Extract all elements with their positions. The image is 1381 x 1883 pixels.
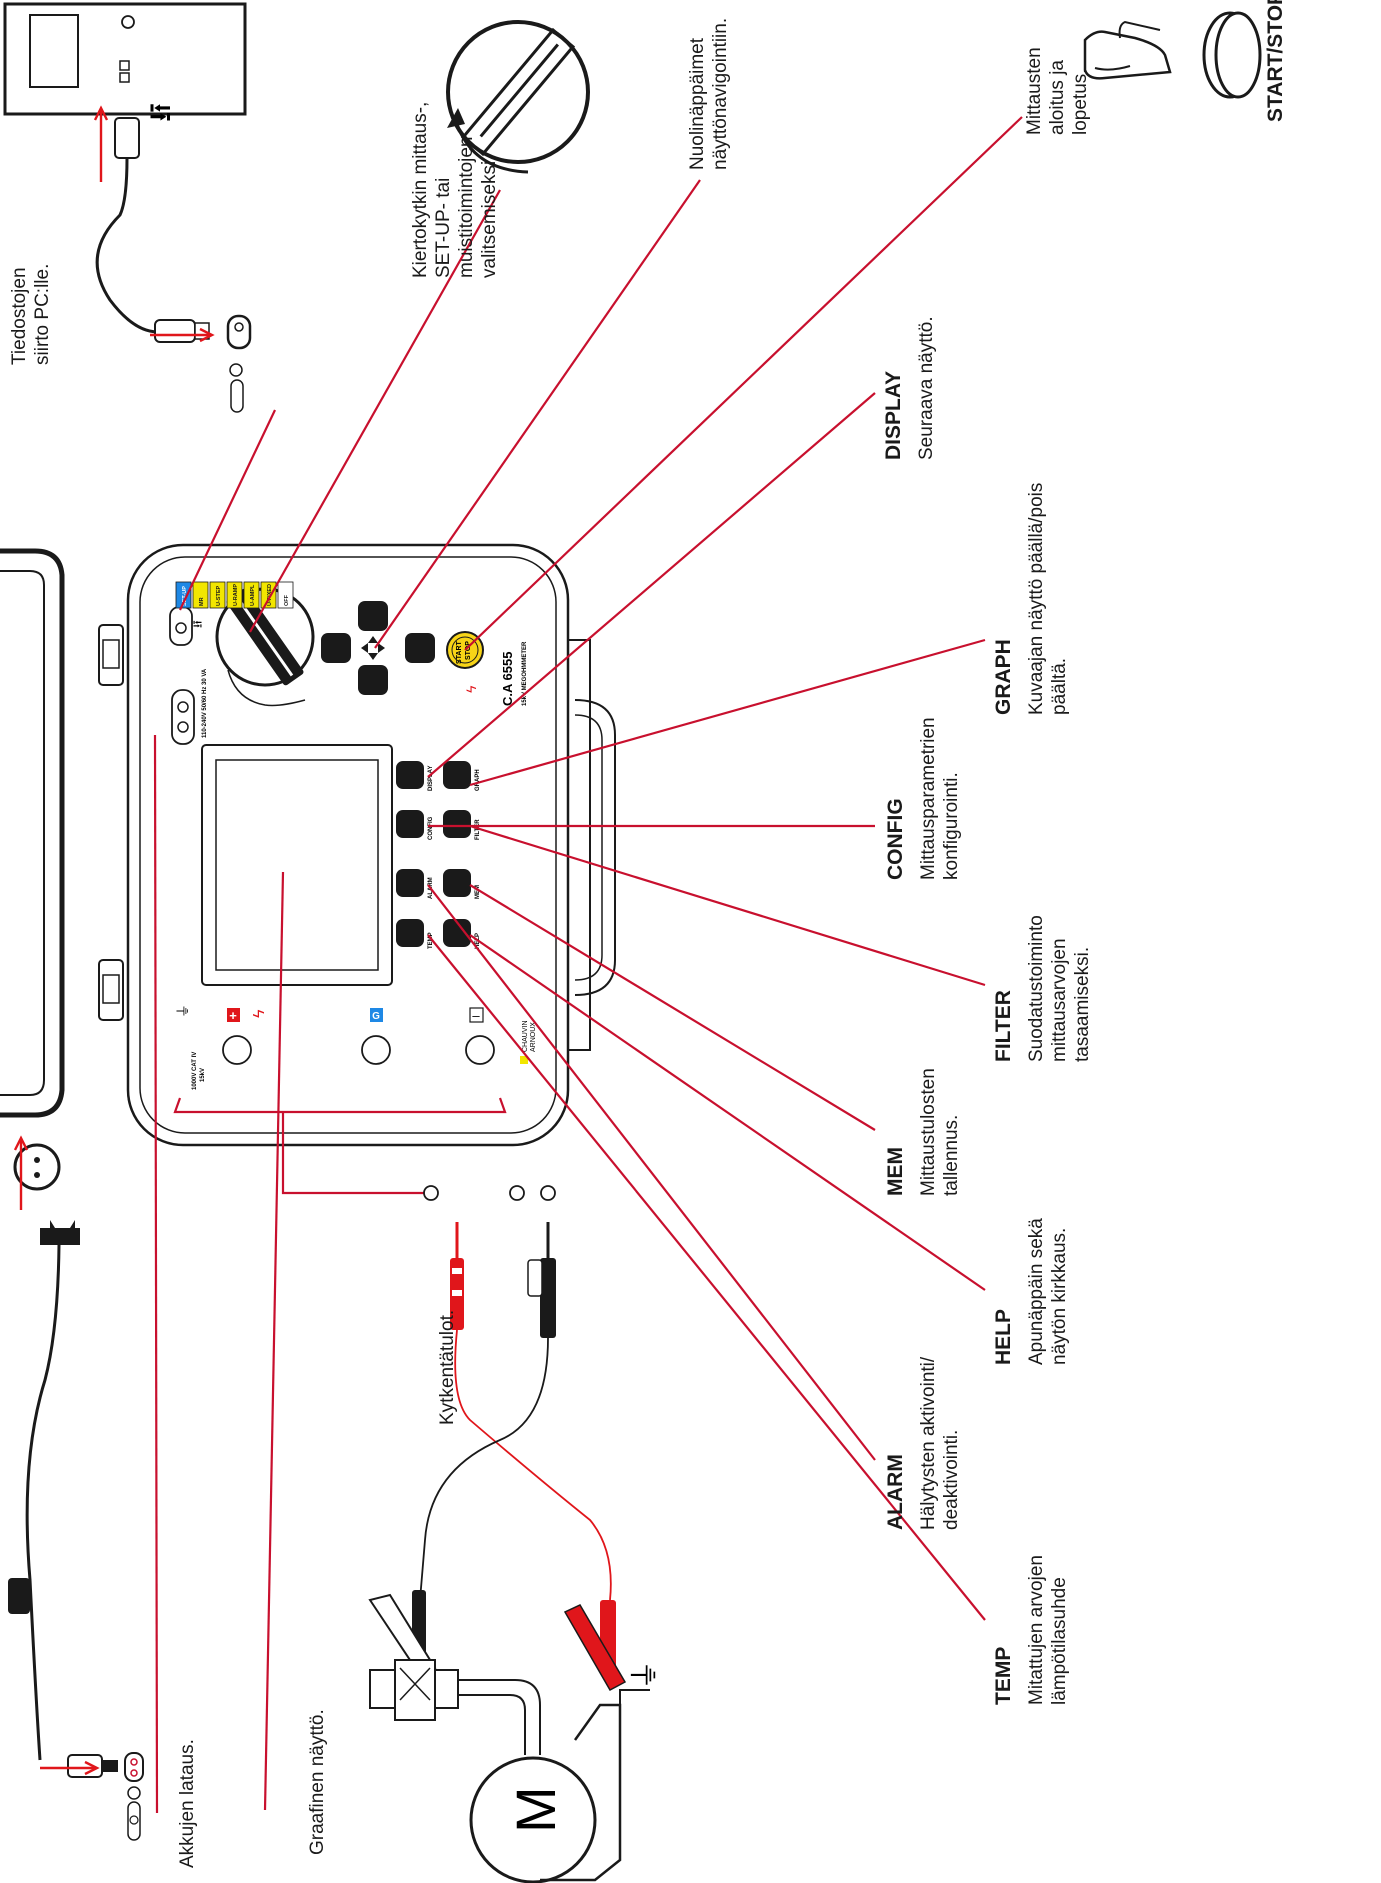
temp-key-label: TEMP	[428, 932, 434, 949]
charging-label: Akkujen lataus.	[177, 1739, 198, 1868]
mem-key-label: MEM	[475, 885, 481, 899]
rotary-switch[interactable]	[215, 587, 315, 707]
graph-title: GRAPH	[992, 639, 1015, 715]
model-subtitle: 15kV MEGOHMMETER	[522, 641, 528, 706]
display-key[interactable]	[396, 761, 424, 789]
hand-press-icon	[1083, 20, 1172, 80]
terminal-guard-label: G	[372, 1011, 380, 1022]
arrow-right-icon	[378, 643, 385, 653]
switch-position-label: MR	[199, 597, 205, 606]
charger-socket: 110-240V 50/60 Hz 30 VA	[171, 668, 208, 745]
arrow-down-icon	[368, 653, 378, 660]
arrow-key-down	[405, 633, 435, 663]
graphic-display-label: Graafinen näyttö.	[307, 1709, 328, 1855]
arrow-keypad[interactable]	[321, 601, 435, 695]
hv-warning-icon: ϟ	[463, 685, 479, 693]
arrow-left-icon	[361, 643, 368, 653]
input-terminals: + G – ϟ ⏚ 1000V CAT IV 15kV CHAUVIN ARNO…	[175, 1004, 537, 1090]
earth-ground-icon: ⏚	[629, 1660, 662, 1690]
help-key[interactable]	[443, 919, 471, 947]
charger-spec-label: 110-240V 50/60 Hz 30 VA	[202, 668, 208, 738]
motor-diagram: M ⏚	[369, 1659, 662, 1883]
usb-socket-icon: ⭿	[191, 620, 205, 628]
display-key-label: DISPLAY	[428, 766, 434, 791]
arrow-key-up	[321, 633, 351, 663]
arrow-key-left	[358, 601, 388, 631]
brand-line-2: ARNOUX	[530, 1022, 537, 1052]
display-title: DISPLAY	[882, 371, 905, 460]
svg-text:START: START	[456, 640, 463, 664]
help-title: HELP	[992, 1309, 1015, 1365]
cat-rating-voltage: 15kV	[200, 1068, 206, 1082]
terminal-plus-label: +	[229, 1008, 237, 1023]
arrow-up-icon	[368, 636, 378, 643]
graph-key[interactable]	[443, 761, 471, 789]
switch-position-label: U-RAMP	[233, 584, 239, 606]
mem-title: MEM	[884, 1147, 907, 1196]
usb-cable: ⭿	[95, 103, 252, 413]
config-key-label: CONFIG	[428, 816, 434, 840]
switch-position-label: OFF	[284, 594, 290, 606]
terminal-minus-label: –	[472, 1008, 480, 1023]
brand-line-1: CHAUVIN	[522, 1020, 529, 1052]
svg-text:STOP: STOP	[465, 641, 472, 660]
power-plug-icon	[8, 1143, 144, 1841]
switch-position-label: SET-UP	[182, 586, 188, 606]
arrow-key-right	[358, 665, 388, 695]
hv-warning-icon-2: ϟ	[251, 1009, 268, 1018]
switch-position-label: U-STEP	[216, 586, 222, 607]
start-stop-icon: START/STOP	[1202, 0, 1287, 122]
ground-icon: ⏚	[175, 1004, 191, 1018]
mem-key[interactable]	[443, 869, 471, 897]
alarm-description: Hälytysten aktivointi/deaktivointi.	[918, 1356, 962, 1530]
motor-label: M	[504, 1786, 567, 1833]
inputs-label: Kytkentätulot.	[437, 1310, 458, 1425]
pc-tower-icon	[3, 2, 247, 116]
filter-key[interactable]	[443, 810, 471, 838]
temp-title: TEMP	[992, 1647, 1015, 1705]
test-leads	[368, 1185, 627, 1692]
rotary-knob-icon	[446, 20, 590, 174]
display-description: Seuraava näyttö.	[916, 316, 937, 460]
graph-key-label: GRAPH	[475, 769, 481, 791]
alarm-key[interactable]	[396, 869, 424, 897]
alarm-title: ALARM	[884, 1454, 907, 1530]
config-title: CONFIG	[884, 798, 907, 880]
model-name: C.A 6555	[500, 652, 515, 706]
cat-rating-label: 1000V CAT IV	[192, 1052, 198, 1090]
temp-key[interactable]	[396, 919, 424, 947]
leader-lines	[153, 116, 1023, 1814]
graphic-display	[201, 744, 393, 986]
filter-title: FILTER	[992, 990, 1015, 1062]
start-stop-icon-label: START/STOP	[1264, 0, 1287, 122]
usb-icon: ⭿	[145, 103, 178, 122]
switch-position-label: U-AMPL	[250, 584, 256, 606]
config-key[interactable]	[396, 810, 424, 838]
